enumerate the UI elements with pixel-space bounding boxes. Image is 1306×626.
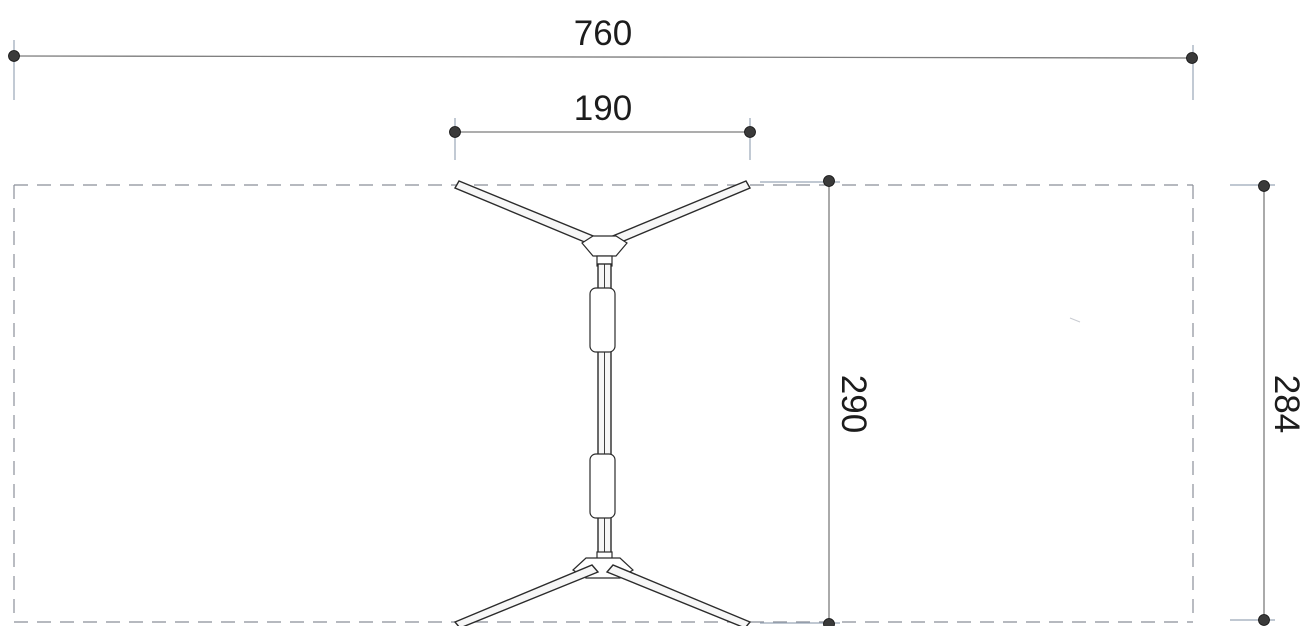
dimension-label-290: 290 [834, 375, 873, 433]
tabletop-outline [13, 184, 1194, 623]
cable-cover-upper [589, 287, 616, 353]
dimension-endpoint [449, 126, 461, 138]
sheet-mark [1069, 317, 1081, 323]
dimension-label-190: 190 [574, 89, 632, 128]
dimension-top-depth: 284 [1230, 180, 1306, 626]
dimension-endpoint [823, 618, 835, 626]
lower-leg-frame [453, 551, 752, 626]
dimension-endpoint [744, 126, 756, 138]
dimension-overall-width: 760 [8, 14, 1198, 100]
dimension-frame-depth: 290 [760, 175, 873, 626]
dimension-endpoint [1258, 614, 1270, 626]
central-beam [589, 263, 616, 555]
dimension-leg-span: 190 [449, 89, 756, 160]
dimension-endpoint [1258, 180, 1270, 192]
dimension-endpoint [1186, 52, 1198, 64]
dimension-label-760: 760 [574, 14, 632, 53]
cable-cover-lower [589, 453, 616, 519]
dimension-label-284: 284 [1267, 375, 1306, 433]
dimension-endpoint [823, 175, 835, 187]
upper-leg-frame [453, 180, 752, 267]
dimension-endpoint [8, 50, 20, 62]
